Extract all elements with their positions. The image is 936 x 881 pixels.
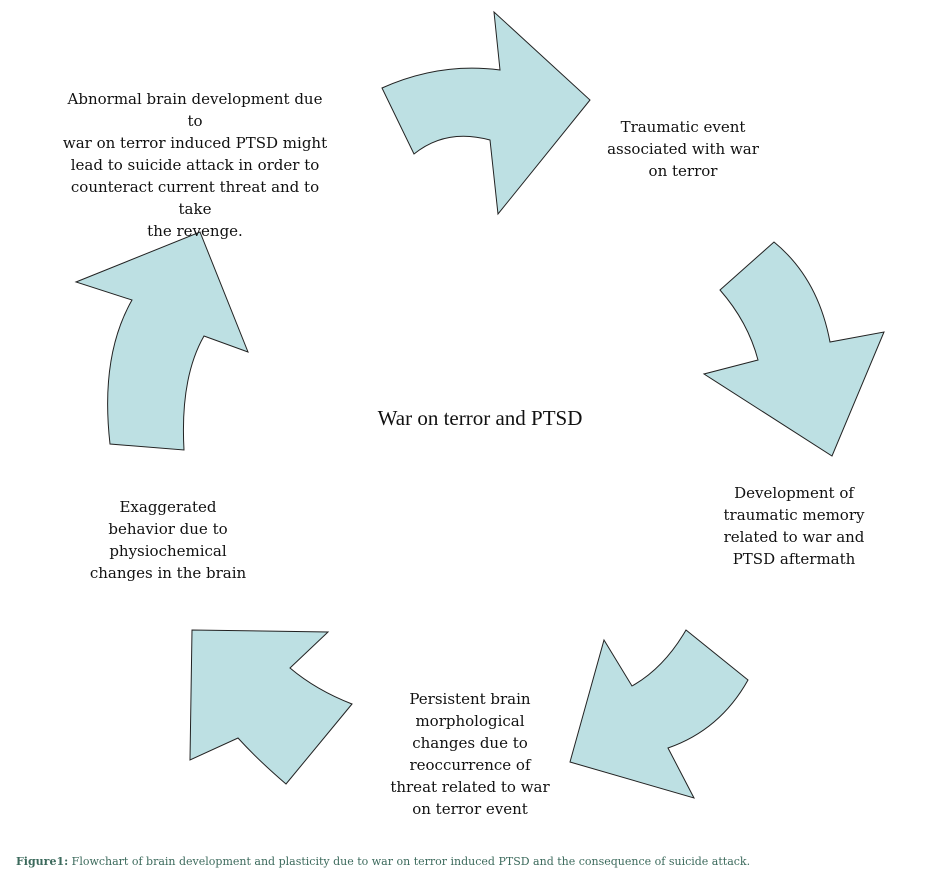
arrow-bottom-left: [189, 629, 353, 785]
center-title: War on terror and PTSD: [377, 406, 583, 430]
step-traumatic-event: Traumatic event associated with war on t…: [607, 118, 759, 180]
figure-caption: Figure1: Flowchart of brain development …: [16, 854, 926, 870]
arrow-left: [74, 231, 249, 451]
figure-label: Figure1:: [16, 855, 69, 868]
figure-caption-text: Flowchart of brain development and plast…: [68, 855, 751, 868]
step-exaggerated-behavior: Exaggerated behavior due to physiochemic…: [89, 498, 247, 582]
step-traumatic-memory: Development of traumatic memory related …: [723, 484, 865, 568]
arrow-top: [381, 10, 591, 216]
arrow-bottom-right: [569, 629, 749, 799]
step-brain-changes: Persistent brain morphological changes d…: [390, 690, 550, 818]
arrow-right: [702, 241, 885, 457]
step-suicide-attack: Abnormal brain development due to war on…: [62, 90, 328, 240]
